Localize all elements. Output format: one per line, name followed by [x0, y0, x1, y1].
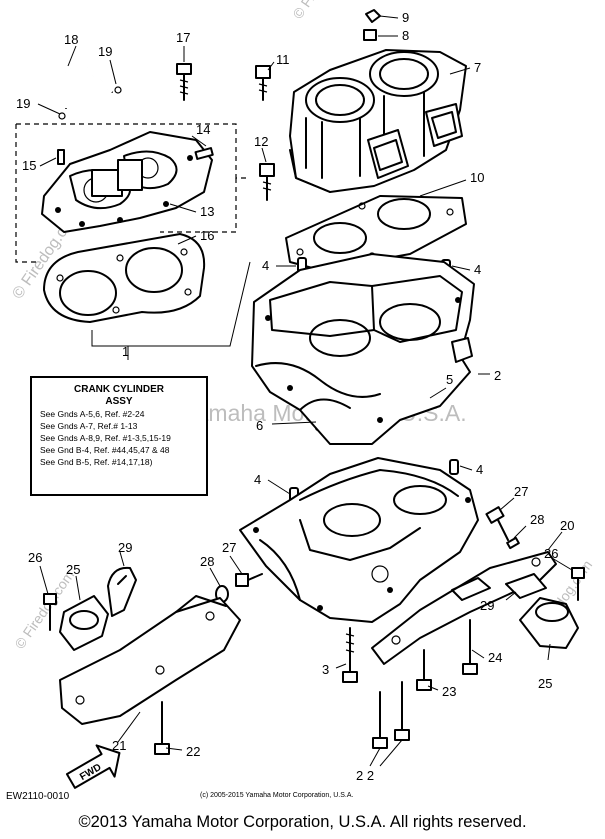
bolt-part-27-right: [485, 506, 509, 541]
cover-part-13: [41, 131, 213, 233]
nut-part-9: [365, 9, 381, 23]
callout-8: 8: [402, 28, 409, 43]
callout-27-right: 27: [514, 484, 528, 499]
callout-18: 18: [64, 32, 78, 47]
callout-4-lower-left: 4: [254, 472, 261, 487]
bolt-part-22a: [372, 691, 388, 749]
tag-ref-line: See Gnds A-7, Ref.# 1-13: [40, 421, 138, 431]
tag-title-line1: CRANK CYLINDER: [74, 384, 164, 395]
callout-14: 14: [196, 122, 210, 137]
washer-part-28: [215, 536, 520, 603]
bolt-part-22c: [154, 701, 170, 755]
tag-ref-line: See Gnds A-5,6, Ref. #2-24: [40, 409, 145, 419]
washer-part-8: [363, 29, 377, 41]
callout-22-left: 22: [186, 744, 200, 759]
callout-24: 24: [488, 650, 502, 665]
callout-28-right: 28: [530, 512, 544, 527]
bolt-part-22b: [394, 681, 410, 741]
bolt-part-12: [259, 163, 275, 201]
assembly-group-outline: [15, 123, 250, 263]
pin-4d: [449, 459, 459, 475]
crankcase-lower: [239, 457, 479, 623]
pin-part-14: [194, 147, 214, 160]
bolt-part-27-left: [235, 573, 263, 587]
tag-title-line2: ASSY: [105, 396, 133, 407]
bolt-part-24: [462, 619, 478, 675]
callout-numbers: 18 19 19 17 14 15 13 16 11 12 9 8 7 10 4…: [16, 10, 574, 783]
callout-25-left: 25: [66, 562, 80, 577]
callout-2: 2: [494, 368, 501, 383]
callout-29-right: 29: [480, 598, 494, 613]
callout-16: 16: [200, 228, 214, 243]
callout-27-left: 27: [222, 540, 236, 555]
callout-12: 12: [254, 134, 268, 149]
callout-15: 15: [22, 158, 36, 173]
callout-29-left: 29: [118, 540, 132, 555]
callout-6: 6: [256, 418, 263, 433]
drawing-code: EW2110-0010: [6, 791, 70, 802]
reference-tag: CRANK CYLINDER ASSY See Gnds A-5,6, Ref.…: [30, 376, 208, 496]
callout-11: 11: [276, 52, 290, 67]
crankcase-upper-part-2: [251, 253, 475, 445]
cylinder-part-7: [289, 49, 467, 193]
callout-4-upper-right: 4: [474, 262, 481, 277]
engine-mount-part-21: [59, 595, 241, 725]
tag-ref-line: See Gnd B-5, Ref. #14,17,18): [40, 457, 153, 467]
callout-3: 3: [322, 662, 329, 677]
callout-9: 9: [402, 10, 409, 25]
stopper-part-29-left: [107, 566, 137, 617]
callout-4-upper-left: 4: [262, 258, 269, 273]
assembly-bracket: [91, 261, 251, 360]
credit-line: (c) 2005-2015 Yamaha Motor Corporation, …: [200, 792, 354, 799]
pin-part-15: [57, 149, 65, 165]
callout-28-left: 28: [200, 554, 214, 569]
bolt-part-23: [416, 649, 432, 691]
callout-19-top: 19: [98, 44, 112, 59]
bolt-part-17: [176, 63, 192, 101]
callout-26-left: 26: [28, 550, 42, 565]
site-watermark-top: © Firedog.com: [289, 0, 355, 22]
callout-26-right: 26: [544, 546, 558, 561]
tag-ref-line: See Gnds A-8,9, Ref. #1-3,5,15-19: [40, 433, 171, 443]
callout-1: 1: [122, 344, 129, 359]
tag-ref-line: See Gnd B-4, Ref. #44,45,47 & 48: [40, 445, 170, 455]
callout-19-left: 19: [16, 96, 30, 111]
bolt-part-26: [43, 567, 585, 631]
callout-4-lower-right: 4: [476, 462, 483, 477]
leader-lines: [37, 15, 573, 767]
callout-21: 21: [112, 738, 126, 753]
callout-7: 7: [474, 60, 481, 75]
engine-mount-part-20: [371, 551, 557, 665]
callout-23: 23: [442, 684, 456, 699]
callout-13: 13: [200, 204, 214, 219]
damper-part-25-left: [59, 595, 109, 651]
copyright-footer: ©2013 Yamaha Motor Corporation, U.S.A. A…: [78, 813, 527, 831]
hose-part-18: [58, 62, 122, 120]
damper-part-25-right: [519, 597, 579, 649]
callout-5: 5: [446, 372, 453, 387]
callout-20: 20: [560, 518, 574, 533]
callout-17: 17: [176, 30, 190, 45]
callout-22-right: 2 2: [356, 768, 374, 783]
gasket-part-16: [43, 233, 206, 323]
bolt-part-11: [255, 65, 271, 101]
callout-25-right: 25: [538, 676, 552, 691]
bolt-part-3: [342, 627, 358, 683]
gasket-part-10: [285, 195, 467, 271]
callout-10: 10: [470, 170, 484, 185]
